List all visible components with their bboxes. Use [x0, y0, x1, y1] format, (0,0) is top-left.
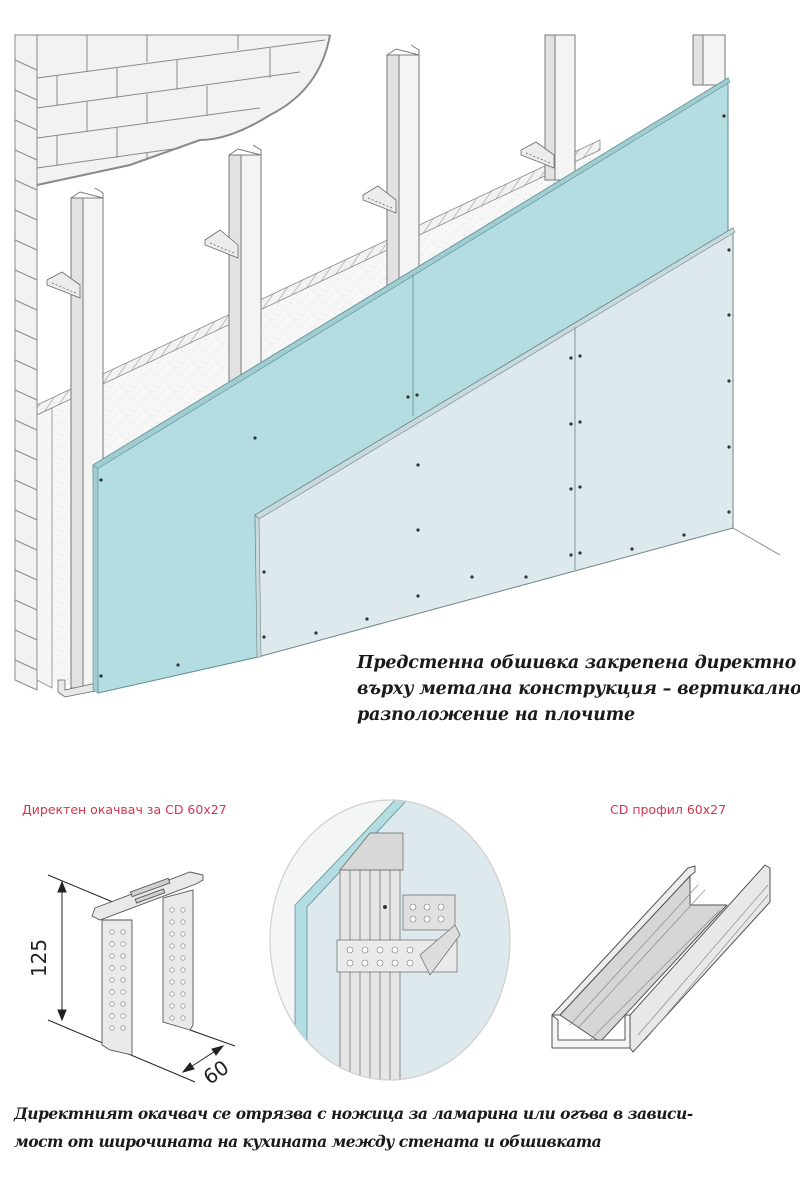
- screws: [99, 114, 731, 678]
- brick-wall: [14, 34, 331, 691]
- hanger-1: [46, 271, 81, 299]
- main-caption-line-3: разположение на плочите: [357, 705, 635, 725]
- hanger-4: [520, 141, 555, 169]
- cd-profile-5: [692, 34, 726, 86]
- hanger-closeup-circle: [269, 799, 511, 1081]
- drywall-assembly-illustration: [14, 34, 781, 698]
- cd-profile-drawing: [551, 864, 771, 1053]
- direct-hangers: [46, 141, 555, 299]
- bottom-caption-line-2: мост от широчината на кухината между сте…: [14, 1132, 602, 1151]
- main-caption: Предстенна обшивка закрепена директно въ…: [357, 650, 800, 728]
- direct-hanger-drawing: 125 60: [27, 871, 236, 1089]
- hanger-3: [362, 185, 397, 214]
- bottom-caption: Директният окачвач се отрязва с ножица з…: [14, 1100, 794, 1156]
- gypsum-board-standard: [254, 227, 781, 658]
- main-caption-line-2: върху метална конструкция – вертикално: [357, 679, 800, 699]
- bottom-caption-line-1: Директният окачвач се отрязва с ножица з…: [14, 1104, 693, 1123]
- profile-label: CD профил 60x27: [610, 802, 727, 817]
- dim-height-text: 125: [27, 939, 51, 977]
- hanger-label: Директен окачвач за CD 60x27: [22, 802, 227, 817]
- hanger-2: [204, 229, 239, 259]
- main-caption-line-1: Предстенна обшивка закрепена директно: [357, 653, 797, 673]
- dim-width-text: 60: [199, 1055, 234, 1089]
